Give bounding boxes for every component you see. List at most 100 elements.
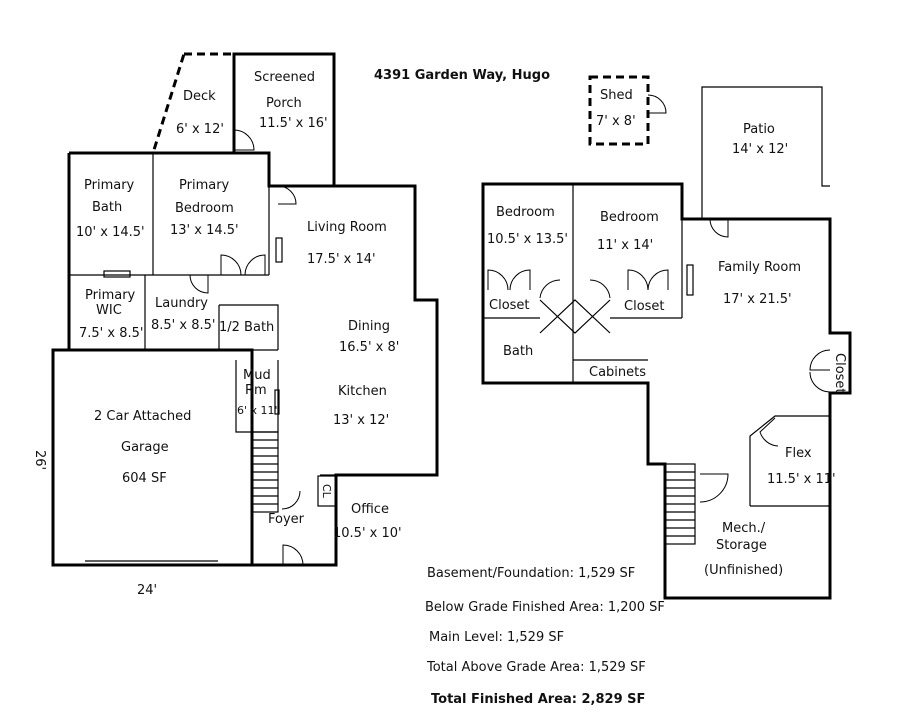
shed-size: 7' x 8' [596,114,636,129]
primary-bedroom-size: 13' x 14.5' [170,223,239,238]
laundry-door [189,274,209,294]
bedroom-2-size: 11' x 14' [597,238,653,253]
porch-door [233,129,255,151]
living-window [275,237,283,263]
dining-size: 16.5' x 8' [339,340,399,355]
bath-label: Bath [503,344,533,359]
stat-main-level: Main Level: 1,529 SF [429,630,564,645]
closet1-door-b [509,269,531,291]
shed-outline [588,75,650,146]
laundry-label: Laundry [155,296,208,311]
flex-size: 11.5' x 11' [767,472,836,487]
dining-label: Dining [348,319,390,334]
garage-label-1: 2 Car Attached [94,409,191,424]
bedroom-1-label: Bedroom [496,205,555,220]
mech-label-3: (Unfinished) [704,563,783,578]
office-size: 10.5' x 10' [333,526,402,541]
screened-porch-walls [232,52,336,186]
closet3-door-b [809,371,831,393]
mech-label-2: Storage [716,538,767,553]
closet-3-label: Closet [832,353,847,394]
closet2-door-a [627,269,649,291]
closet-cl-label: CL [320,484,333,499]
closet2-door-b [647,269,669,291]
foyer-arc [281,490,301,510]
basement-plan [481,75,852,600]
kitchen-size: 13' x 12' [333,413,389,428]
primary-bath-label-1: Primary [84,178,135,193]
basement-stairs [664,463,696,545]
address-title: 4391 Garden Way, Hugo [374,68,550,83]
wall-half-bath [219,304,279,350]
stat-total: Total Finished Area: 2,829 SF [431,692,645,707]
hall-diag-1 [539,299,611,334]
primary-bedroom-label-1: Primary [179,178,230,193]
closet-cl-box [317,475,337,507]
family-room-label: Family Room [718,260,801,275]
primary-wic-label-1: Primary [85,288,136,303]
porch-label-2: Porch [266,96,302,111]
shed-label: Shed [600,88,633,103]
mud-room-label-1: Mud [243,368,271,383]
basement-outer-walls [481,182,852,600]
porch-label-1: Screened [254,70,315,85]
office-label: Office [351,502,389,517]
garage-size: 604 SF [122,471,167,486]
flex-door [759,417,779,447]
main-stairs [251,431,279,513]
garage-walls [51,348,254,567]
closet-2-label: Closet [624,299,665,314]
cabinets-label: Cabinets [589,365,646,380]
foyer-label: Foyer [268,512,305,527]
bedroom2-window [686,264,694,296]
kitchen-label: Kitchen [338,384,387,399]
bedroom-door-2 [244,254,266,276]
patio-size: 14' x 12' [732,142,788,157]
patio-label: Patio [743,122,775,137]
bedroom-1-size: 10.5' x 13.5' [487,232,568,247]
porch-size: 11.5' x 16' [259,116,328,131]
hall-arc-1 [539,279,561,299]
stat-basement: Basement/Foundation: 1,529 SF [427,566,635,581]
primary-wic-label-2: WIC [96,303,122,318]
garage-label-2: Garage [121,440,169,455]
living-room-label: Living Room [307,220,387,235]
primary-bath-size: 10' x 14.5' [76,225,145,240]
main-level-plan [51,52,439,567]
flex-label: Flex [785,446,812,461]
bedroom-2-label: Bedroom [600,210,659,225]
front-door [282,544,304,566]
garage-depth: 26' [32,450,47,470]
garage-width: 24' [137,583,157,598]
closet1-door-a [487,269,509,291]
living-room-size: 17.5' x 14' [307,252,376,267]
patio-outline [701,86,830,219]
flex-walls [749,415,830,506]
stat-below-grade: Below Grade Finished Area: 1,200 SF [425,600,665,615]
bedroom-door-1 [220,254,242,276]
half-bath-label: 1/2 Bath [219,320,274,335]
laundry-size: 8.5' x 8.5' [151,318,215,333]
hall-arc-2 [589,279,611,299]
primary-bath-label-2: Bath [92,200,122,215]
wic-window [103,270,131,278]
family-room-size: 17' x 21.5' [723,292,792,307]
stat-above-grade: Total Above Grade Area: 1,529 SF [426,660,646,675]
main-outer-walls-top [69,151,439,567]
mech-door [699,473,729,503]
mech-label-1: Mech./ [722,521,766,536]
closet3-door-a [809,349,831,371]
deck-label: Deck [183,89,216,104]
shed-door [647,94,667,114]
mud-window [274,389,280,415]
closet-1-label: Closet [489,298,530,313]
hall-diag-2 [539,299,611,334]
living-door [277,185,297,205]
patio-door [709,218,729,238]
mud-room-size: 6' x 11' [237,404,278,417]
mud-room-label-2: Rm [245,383,267,398]
primary-wic-size: 7.5' x 8.5' [79,326,143,341]
primary-bedroom-label-2: Bedroom [175,201,234,216]
deck-size: 6' x 12' [176,122,224,137]
